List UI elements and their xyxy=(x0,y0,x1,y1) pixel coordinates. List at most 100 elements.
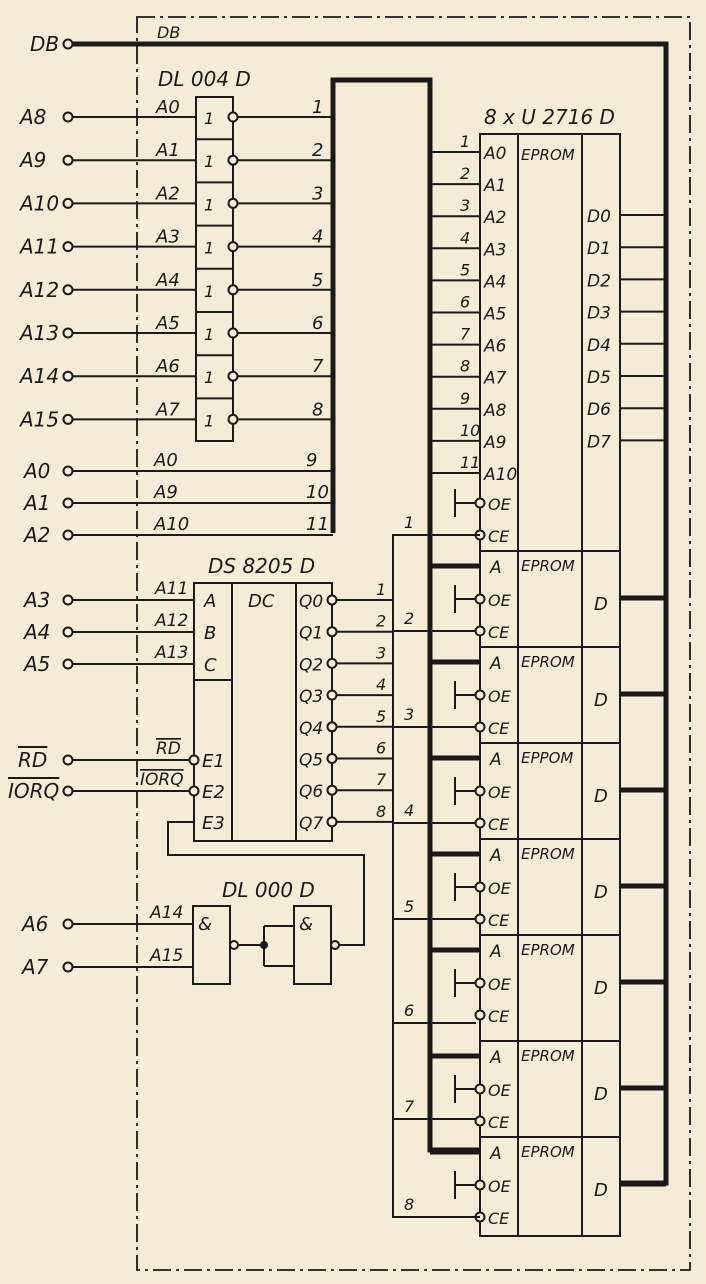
terminal-label: A7 xyxy=(20,955,49,979)
terminal-A15 xyxy=(62,413,74,425)
eprom-address-number: 5 xyxy=(460,260,470,279)
eprom-address-pin: A5 xyxy=(483,305,506,325)
terminal-label: A5 xyxy=(22,652,50,676)
inverter-pin-label: A1 xyxy=(155,140,180,161)
ce-line-number: 3 xyxy=(404,705,414,724)
eprom-type-label: EPPOM xyxy=(521,749,573,767)
terminal-direct xyxy=(62,465,74,477)
eprom-type-label: EPROM xyxy=(521,653,575,671)
terminal-decoder-input xyxy=(62,626,74,638)
bus-number: 6 xyxy=(312,313,323,334)
eprom-type-label: EPROM xyxy=(521,1047,575,1065)
decoder-output-bubble xyxy=(326,657,338,669)
eprom-oe-bubble xyxy=(474,593,486,605)
terminal-label: RD xyxy=(18,748,47,772)
eprom-type-label: EPROM xyxy=(521,941,575,959)
terminal-direct xyxy=(62,529,74,541)
eprom-address-number: 6 xyxy=(460,293,470,312)
inverter-symbol: 1 xyxy=(204,109,214,128)
eprom-data-label: D xyxy=(594,786,608,807)
nand-symbol-1: & xyxy=(198,914,212,935)
eprom-address-number: 1 xyxy=(460,132,470,151)
eprom-oe-bubble xyxy=(474,497,486,509)
eprom-data-pin: D2 xyxy=(587,271,611,291)
terminal-decoder-input xyxy=(62,658,74,670)
eprom-data-label: D xyxy=(594,690,608,711)
decoder-output-bubble xyxy=(326,626,338,638)
inverter-pin-label: A0 xyxy=(155,97,180,118)
db-terminal xyxy=(62,38,74,50)
board-outline xyxy=(136,16,691,1271)
eprom-ce-bubble xyxy=(474,625,486,637)
terminal-label: A12 xyxy=(18,278,59,302)
bus-number: 10 xyxy=(306,482,329,503)
eprom-address-pin: A xyxy=(489,558,502,578)
eprom-oe-pin: OE xyxy=(488,879,512,898)
nand-chip: DL 000 D & & xyxy=(167,821,365,985)
eprom-address-number: 11 xyxy=(460,453,480,472)
enable-label: IORQ xyxy=(140,770,184,790)
bus-number: 4 xyxy=(312,227,323,248)
terminal-decoder-input xyxy=(62,594,74,606)
terminal-label: A0 xyxy=(22,459,50,483)
inverter-output-bubble xyxy=(227,413,239,425)
ce-line-number: 4 xyxy=(404,801,414,820)
eprom-chip-name: 8 x U 2716 D xyxy=(484,105,615,129)
eprom-type-label: EPROM xyxy=(521,845,575,863)
bus-number: 2 xyxy=(312,140,323,161)
nand-2-output xyxy=(330,940,340,950)
eprom-address-pin: A xyxy=(489,846,502,866)
eprom-oe-bubble xyxy=(474,881,486,893)
eprom-type-label: EPROM xyxy=(521,557,575,575)
eprom-data-label: D xyxy=(594,594,608,615)
decoder-output-pin: Q0 xyxy=(299,592,323,612)
inverter-output-bubble xyxy=(227,327,239,339)
terminal-A8 xyxy=(62,111,74,123)
eprom-data-pin: D1 xyxy=(587,239,611,259)
db-bus-label: DB xyxy=(157,23,180,42)
eprom-oe-bubble xyxy=(474,689,486,701)
eprom-oe-pin: OE xyxy=(488,1081,512,1100)
eprom-type-label: EPROM xyxy=(521,146,575,164)
inverter-symbol: 1 xyxy=(204,239,214,258)
eprom-ce-bubble xyxy=(474,1009,486,1021)
decoder-enable-pin: E3 xyxy=(202,813,225,834)
decoder-output-bubble xyxy=(326,594,338,606)
eprom-data-pin: D5 xyxy=(587,368,611,388)
decoder-output-number: 1 xyxy=(376,580,386,599)
decoder-output-number: 7 xyxy=(376,770,387,789)
terminal-A12 xyxy=(62,284,74,296)
decoder-body xyxy=(193,582,333,842)
terminal-label: A9 xyxy=(18,148,46,172)
eprom-oe-pin: OE xyxy=(488,495,512,514)
terminal-label: A15 xyxy=(18,407,59,431)
ce-line-number: 8 xyxy=(404,1195,414,1214)
decoder-output-bubble xyxy=(326,816,338,828)
decoder-output-pin: Q5 xyxy=(299,751,323,771)
eprom-ce-pin: CE xyxy=(488,623,510,642)
ce-line-number: 2 xyxy=(404,609,414,628)
inverter-pin-label: A2 xyxy=(155,183,180,204)
decoder-output-number: 3 xyxy=(376,643,386,662)
eprom-outer xyxy=(479,133,621,1237)
inverter-pin-label: A7 xyxy=(155,399,180,420)
decoder-output-number: 6 xyxy=(376,739,386,758)
eprom-oe-pin: OE xyxy=(488,783,512,802)
decoder-output-number: 4 xyxy=(376,675,386,694)
eprom-ce-bubble xyxy=(474,913,486,925)
junction-dot xyxy=(260,941,268,949)
bus-number: 3 xyxy=(312,183,323,204)
terminal-label: A1 xyxy=(22,491,50,515)
eprom-data-label: D xyxy=(594,1084,608,1105)
terminal-A11 xyxy=(62,241,74,253)
decoder-output-bubble xyxy=(326,753,338,764)
enable-bubble xyxy=(188,754,200,766)
inverter-output-bubble xyxy=(227,197,239,209)
decoder-input-label: A11 xyxy=(154,579,188,599)
eprom-ce-bubble xyxy=(474,721,486,733)
inverter-symbol: 1 xyxy=(204,411,214,430)
terminal-direct xyxy=(62,497,74,509)
decoder-select-pin: B xyxy=(204,623,216,644)
direct-line-label: A10 xyxy=(153,514,189,535)
eprom-address-pin: A xyxy=(489,654,502,674)
